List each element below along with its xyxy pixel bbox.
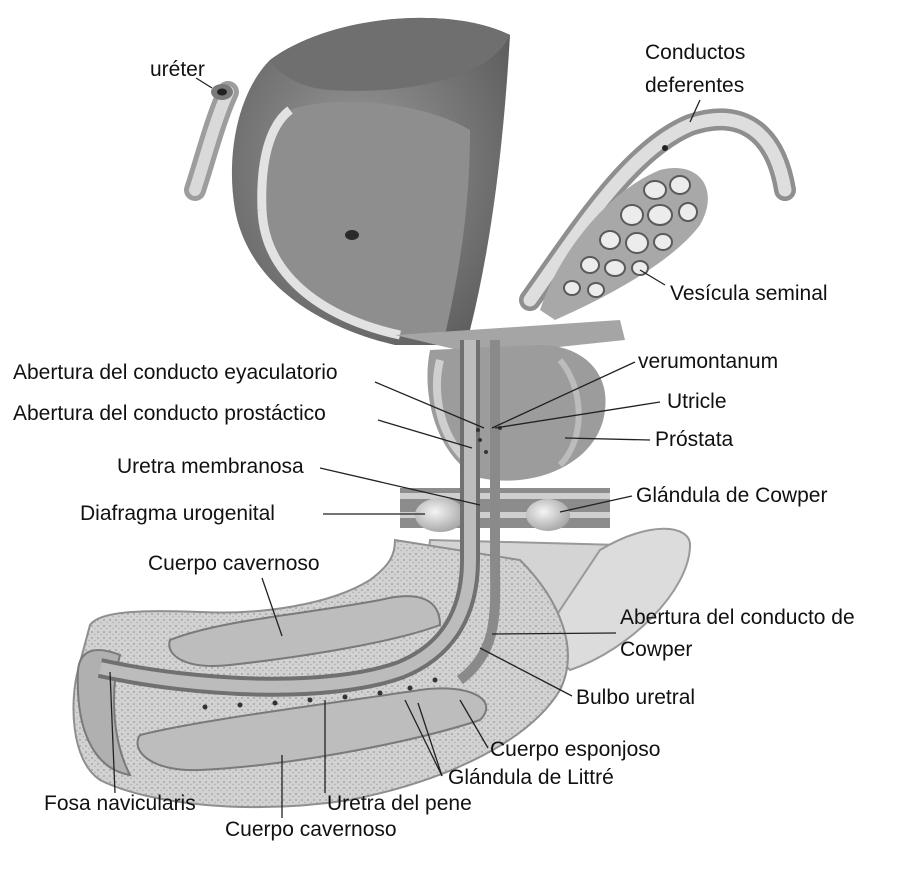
label-utricle: Utricle bbox=[667, 390, 727, 414]
label-cuerpo-cavernoso-top: Cuerpo cavernoso bbox=[148, 552, 320, 576]
label-cuerpo-cavernoso-bottom: Cuerpo cavernoso bbox=[225, 818, 397, 842]
label-uretra-del-pene: Uretra del pene bbox=[327, 792, 472, 816]
label-conductos-deferentes-2: deferentes bbox=[645, 74, 744, 98]
label-verumontanum: verumontanum bbox=[638, 350, 778, 374]
label-glandula-littre: Glándula de Littré bbox=[448, 766, 614, 790]
label-abertura-cowper-1: Abertura del conducto de bbox=[620, 606, 855, 630]
prostate-shape bbox=[427, 345, 605, 481]
label-abertura-cowper-2: Cowper bbox=[620, 638, 692, 662]
label-diafragma-urogenital: Diafragma urogenital bbox=[80, 502, 275, 526]
label-vesicula-seminal: Vesícula seminal bbox=[670, 282, 828, 306]
label-uretra-membranosa: Uretra membranosa bbox=[117, 455, 304, 479]
label-bulbo-uretral: Bulbo uretral bbox=[576, 686, 695, 710]
label-fosa-navicularis: Fosa navicularis bbox=[44, 792, 196, 816]
label-prostata: Próstata bbox=[655, 428, 733, 452]
label-abertura-prostatico: Abertura del conducto prostáctico bbox=[13, 402, 326, 426]
ureter-shape bbox=[195, 84, 233, 190]
urogenital-diaphragm-shape bbox=[400, 488, 610, 532]
label-ureter: uréter bbox=[150, 58, 205, 82]
label-cuerpo-esponjoso: Cuerpo esponjoso bbox=[490, 738, 660, 762]
label-glandula-cowper: Glándula de Cowper bbox=[636, 484, 827, 508]
bladder-shape bbox=[232, 18, 510, 345]
label-abertura-eyaculatorio: Abertura del conducto eyaculatorio bbox=[13, 361, 338, 385]
label-conductos-deferentes-1: Conductos bbox=[645, 41, 745, 65]
